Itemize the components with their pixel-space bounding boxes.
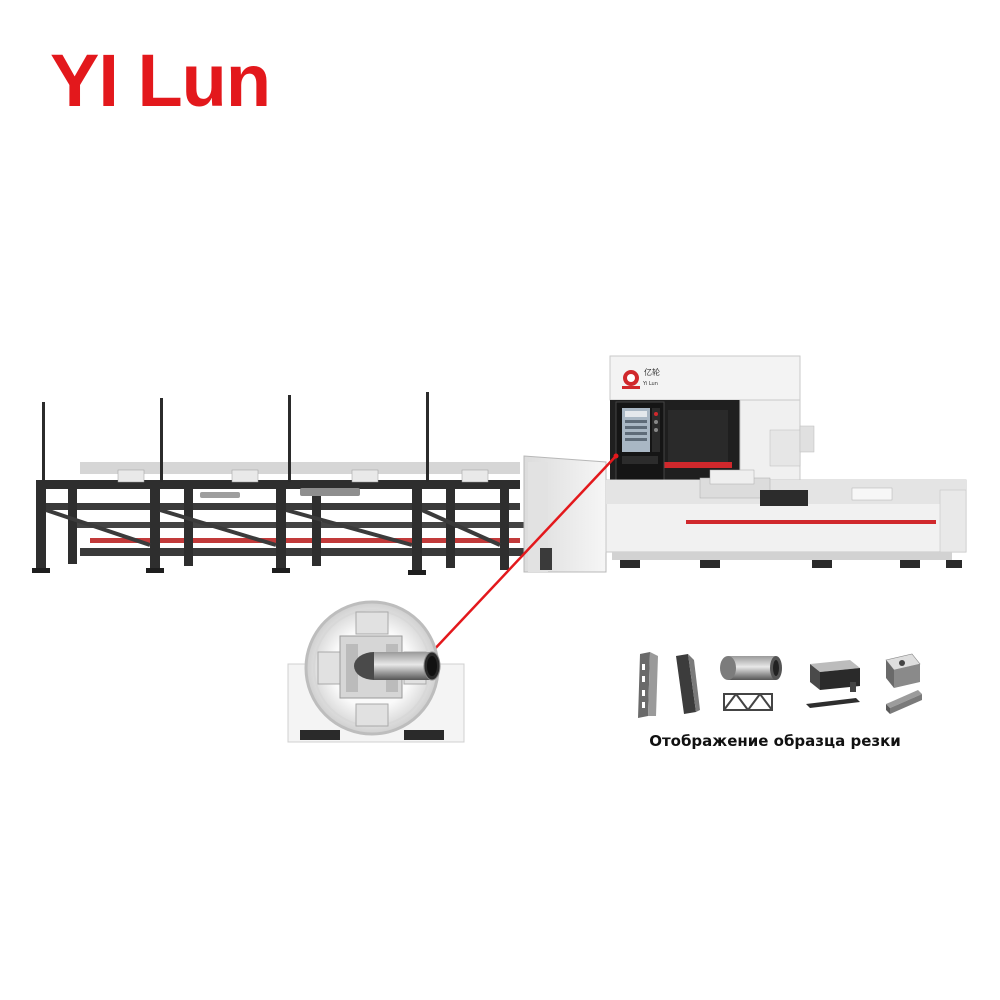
sample-box (885, 653, 921, 688)
nameplate-en: Yi Lun (642, 381, 658, 387)
sample-round-tube (720, 656, 782, 680)
cut-samples (638, 652, 922, 718)
machine-bed (605, 469, 967, 568)
loading-rack (32, 392, 540, 575)
callout-line (429, 455, 617, 655)
sample-lattice (723, 693, 773, 711)
sample-slotted-bar (638, 652, 658, 718)
nameplate-cn: 亿轮 (644, 367, 660, 377)
safety-wall (523, 455, 607, 573)
sample-angle (886, 690, 922, 714)
brand-logo: YI Lun (50, 39, 271, 122)
control-panel (615, 401, 665, 481)
sample-square-tube (676, 654, 700, 714)
sample-channel (810, 660, 860, 692)
samples-caption: Отображение образца резки (649, 732, 901, 750)
sample-flat-bar (806, 698, 860, 708)
chuck-detail (287, 600, 465, 743)
